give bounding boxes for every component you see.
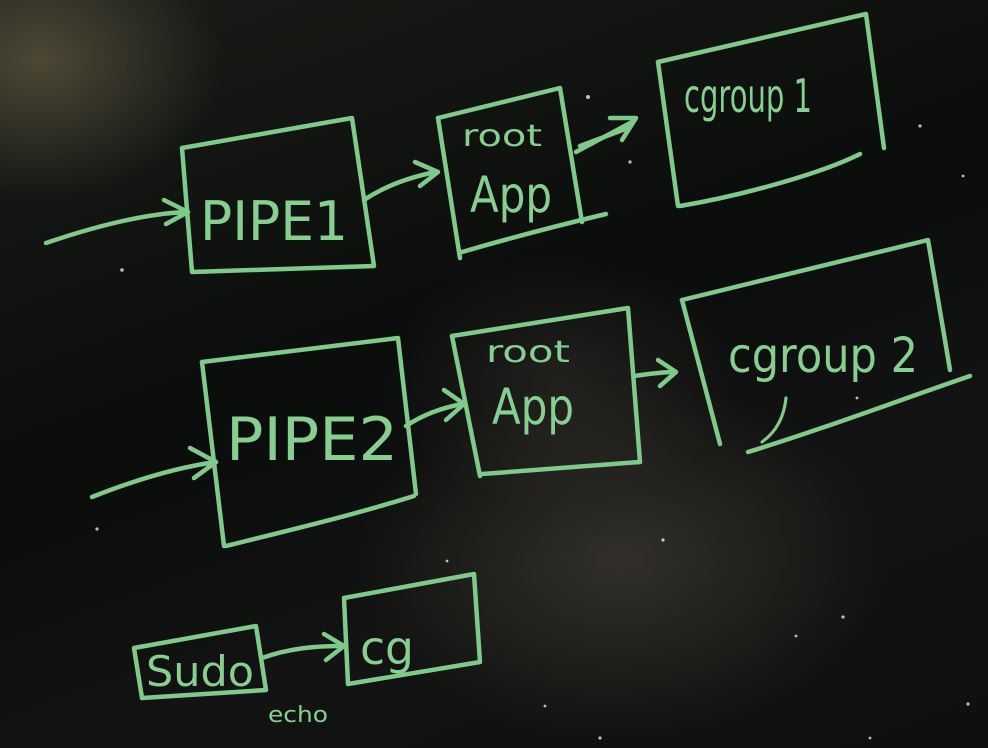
cgroup2-box: cgroup 2	[679, 237, 973, 455]
pipe2-label: PIPE2	[226, 405, 398, 475]
app2-bottom-label: App	[492, 378, 574, 436]
app1-to-cgroup1-arrow	[573, 115, 639, 155]
app2-to-cgroup2-arrow	[631, 357, 679, 389]
sudo-label: Sudo	[146, 647, 254, 696]
cg-label: cg	[360, 621, 414, 675]
app1-box: root App	[435, 85, 609, 261]
pipe2-box: PIPE2	[199, 335, 419, 549]
sudo-box: Sudo	[131, 623, 269, 701]
pipe1-box: PIPE1	[179, 115, 377, 275]
cgroup1-box: cgroup 1	[655, 11, 887, 209]
pipe1-to-app-arrow	[361, 159, 441, 203]
app1-top-label: root	[462, 119, 542, 154]
cg-box: cg	[341, 571, 483, 687]
row2-input-arrow	[89, 445, 219, 500]
app1-bottom-label: App	[470, 166, 552, 224]
row1-input-arrow	[43, 197, 191, 246]
app2-box: root App	[449, 305, 643, 479]
sudo-to-cg-arrow	[259, 631, 347, 663]
cgroup2-label: cgroup 2	[728, 328, 918, 384]
chalk-dust	[95, 95, 970, 740]
echo-label: echo	[268, 703, 328, 728]
app2-top-label: root	[486, 335, 570, 370]
cgroup1-label: cgroup 1	[684, 69, 812, 123]
pipe1-label: PIPE1	[200, 190, 348, 253]
pipe2-to-app-arrow	[403, 387, 467, 429]
